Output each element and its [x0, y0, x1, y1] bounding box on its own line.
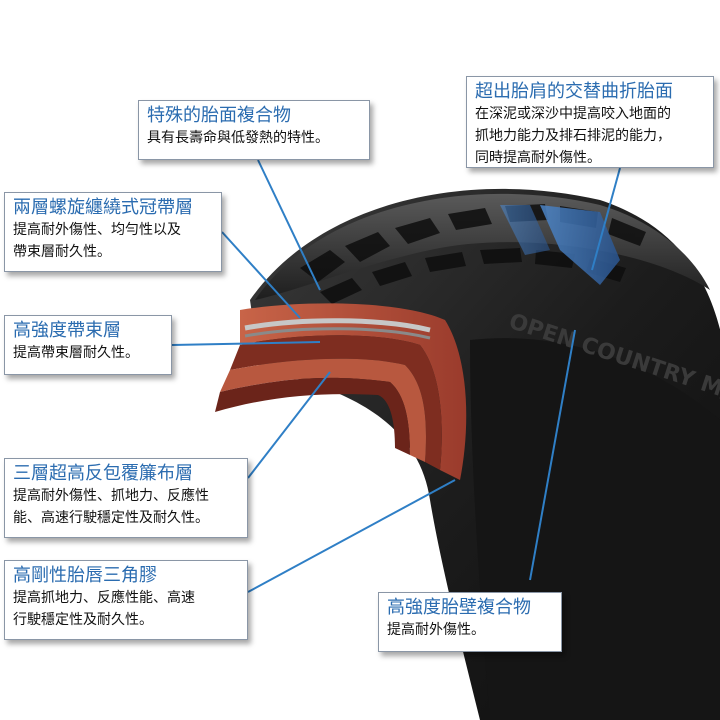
callout-bead-filler: 高剛性胎唇三角膠 提高抓地力、反應性能、高速 行駛穩定性及耐久性。: [4, 560, 248, 640]
callout-belt: 高強度帶束層 提高帶束層耐久性。: [4, 315, 172, 375]
callout-title: 高強度胎壁複合物: [387, 597, 531, 618]
callout-title: 超出胎肩的交替曲折胎面: [475, 81, 673, 102]
callout-body: 提高抓地力、反應性能、高速 行駛穩定性及耐久性。: [13, 590, 195, 628]
callout-ply: 三層超高反包覆簾布層 提高耐外傷性、抓地力、反應性 能、高速行駛穩定性及耐久性。: [4, 458, 248, 538]
callout-spiral-cap: 兩層螺旋纏繞式冠帶層 提高耐外傷性、均勻性以及 帶束層耐久性。: [4, 192, 222, 272]
callout-title: 兩層螺旋纏繞式冠帶層: [13, 197, 193, 218]
callout-title: 特殊的胎面複合物: [147, 105, 291, 126]
callout-body: 具有長壽命與低發熱的特性。: [147, 130, 329, 146]
callout-title: 三層超高反包覆簾布層: [13, 463, 193, 484]
callout-title: 高剛性胎唇三角膠: [13, 565, 157, 586]
tire-cross-section: [215, 303, 467, 480]
callout-title: 高強度帶束層: [13, 320, 121, 341]
callout-body: 在深泥或深沙中提高咬入地面的 抓地力能力及排石排泥的能力， 同時提高耐外傷性。: [475, 106, 671, 166]
callout-shoulder-groove: 超出胎肩的交替曲折胎面 在深泥或深沙中提高咬入地面的 抓地力能力及排石排泥的能力…: [466, 76, 714, 168]
callout-sidewall: 高強度胎壁複合物 提高耐外傷性。: [378, 592, 562, 652]
callout-body: 提高耐外傷性。: [387, 622, 485, 638]
callout-body: 提高耐外傷性、抓地力、反應性 能、高速行駛穩定性及耐久性。: [13, 488, 209, 526]
callout-special-tread: 特殊的胎面複合物 具有長壽命與低發熱的特性。: [138, 100, 370, 160]
leader-lines: [171, 159, 621, 593]
callout-body: 提高帶束層耐久性。: [13, 345, 139, 361]
callout-body: 提高耐外傷性、均勻性以及 帶束層耐久性。: [13, 222, 181, 260]
